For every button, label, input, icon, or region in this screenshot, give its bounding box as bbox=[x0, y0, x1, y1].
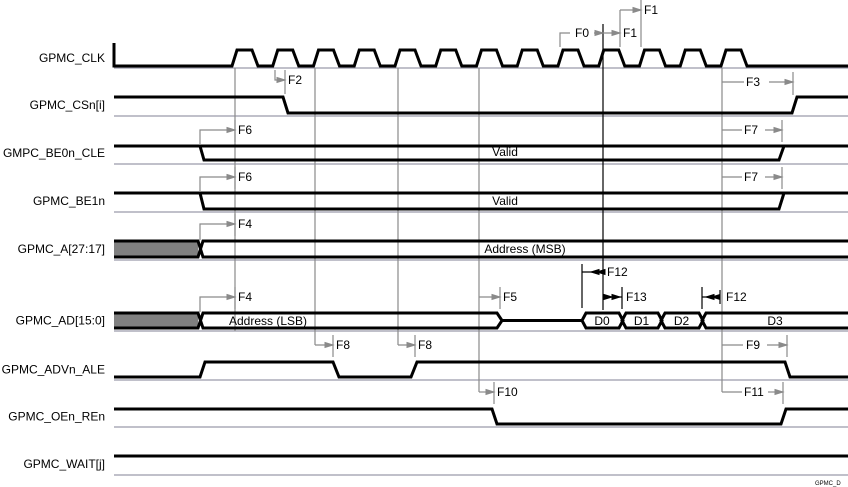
timing-marker bbox=[199, 176, 235, 192]
timing-label: F8 bbox=[336, 338, 350, 352]
be0n-waveform-bottom bbox=[198, 145, 786, 162]
timing-label: F12 bbox=[726, 290, 747, 304]
timing-marker bbox=[199, 296, 235, 312]
arrow-right-icon bbox=[778, 341, 789, 349]
signal-label: GPMC_A[27:17] bbox=[18, 242, 105, 256]
bus-value-label: Valid bbox=[492, 194, 518, 208]
arrow-right-icon bbox=[784, 78, 795, 86]
timing-label: F9 bbox=[746, 338, 760, 352]
data-segment bbox=[659, 311, 705, 330]
arrow-right-icon bbox=[773, 173, 784, 181]
timing-label: F0 bbox=[575, 26, 589, 40]
signal-label: GPMC_CLK bbox=[39, 51, 105, 65]
arrow-right-icon bbox=[276, 76, 287, 84]
timing-label: F10 bbox=[497, 385, 518, 399]
clock-waveform bbox=[112, 43, 848, 68]
timing-marker bbox=[199, 129, 235, 145]
timing-label: F6 bbox=[238, 170, 252, 184]
data-segment bbox=[580, 311, 625, 330]
advn-waveform bbox=[114, 360, 848, 379]
address-data-bus bbox=[114, 311, 582, 330]
timing-label: F5 bbox=[503, 290, 517, 304]
signal-label: GPMC_BE1n bbox=[33, 194, 105, 208]
undefined-state-fill bbox=[114, 313, 198, 328]
timing-label: F12 bbox=[607, 265, 628, 279]
bus-value-label: D1 bbox=[634, 314, 650, 328]
timing-label: F13 bbox=[626, 290, 647, 304]
timing-marker bbox=[559, 32, 570, 47]
signal-label: GPMC_ADVn_ALE bbox=[2, 363, 105, 377]
arrow-right-icon bbox=[632, 6, 643, 14]
arrow-right-icon bbox=[485, 388, 496, 396]
signal-label: GPMC_AD[15:0] bbox=[16, 314, 105, 328]
arrow-right-icon bbox=[594, 29, 605, 37]
timing-label: F6 bbox=[238, 123, 252, 137]
arrow-right-icon bbox=[226, 293, 237, 301]
timing-label: F8 bbox=[418, 338, 432, 352]
timing-marker bbox=[199, 223, 235, 240]
bus-value-label: D0 bbox=[594, 314, 610, 328]
arrow-right-icon bbox=[611, 293, 622, 301]
signal-label: GMPC_BE0n_CLE bbox=[3, 146, 105, 160]
timing-label: F1 bbox=[623, 26, 637, 40]
arrow-right-icon bbox=[406, 341, 417, 349]
arrow-right-icon bbox=[773, 126, 784, 134]
arrow-right-icon bbox=[491, 293, 502, 301]
arrow-right-icon bbox=[611, 29, 622, 37]
figure-id-label: GPMC_D bbox=[815, 481, 841, 487]
arrow-right-icon bbox=[226, 220, 237, 228]
address-msb-bus bbox=[114, 239, 848, 259]
oen-waveform bbox=[114, 407, 848, 426]
bus-value-label: Valid bbox=[492, 145, 518, 159]
timing-label: F1 bbox=[644, 3, 658, 17]
timing-label: F3 bbox=[746, 75, 760, 89]
arrow-right-icon bbox=[226, 126, 237, 134]
timing-label: F4 bbox=[238, 217, 252, 231]
arrow-right-icon bbox=[603, 293, 614, 301]
timing-label: F2 bbox=[288, 73, 302, 87]
bus-value-label: D3 bbox=[767, 314, 783, 328]
bus-value-label: D2 bbox=[674, 314, 690, 328]
csn-waveform bbox=[114, 95, 848, 115]
timing-label: F7 bbox=[744, 170, 758, 184]
arrow-right-icon bbox=[324, 341, 335, 349]
arrow-right-icon bbox=[226, 173, 237, 181]
bus-value-label: Address (MSB) bbox=[484, 242, 565, 256]
data-segment bbox=[620, 311, 664, 330]
data-segment bbox=[700, 311, 848, 330]
timing-label: F11 bbox=[744, 385, 764, 399]
signal-label: GPMC_WAIT[j] bbox=[23, 457, 105, 471]
bus-value-label: Address (LSB) bbox=[229, 314, 307, 328]
undefined-state-fill bbox=[114, 241, 198, 257]
signal-label: GPMC_CSn[i] bbox=[30, 98, 105, 112]
signal-label: GPMC_OEn_REn bbox=[8, 410, 105, 424]
be1n-waveform-bottom bbox=[198, 192, 786, 211]
timing-label: F7 bbox=[744, 123, 758, 137]
arrow-right-icon bbox=[774, 388, 785, 396]
timing-label: F4 bbox=[238, 290, 252, 304]
arrow-left-icon bbox=[595, 268, 606, 276]
